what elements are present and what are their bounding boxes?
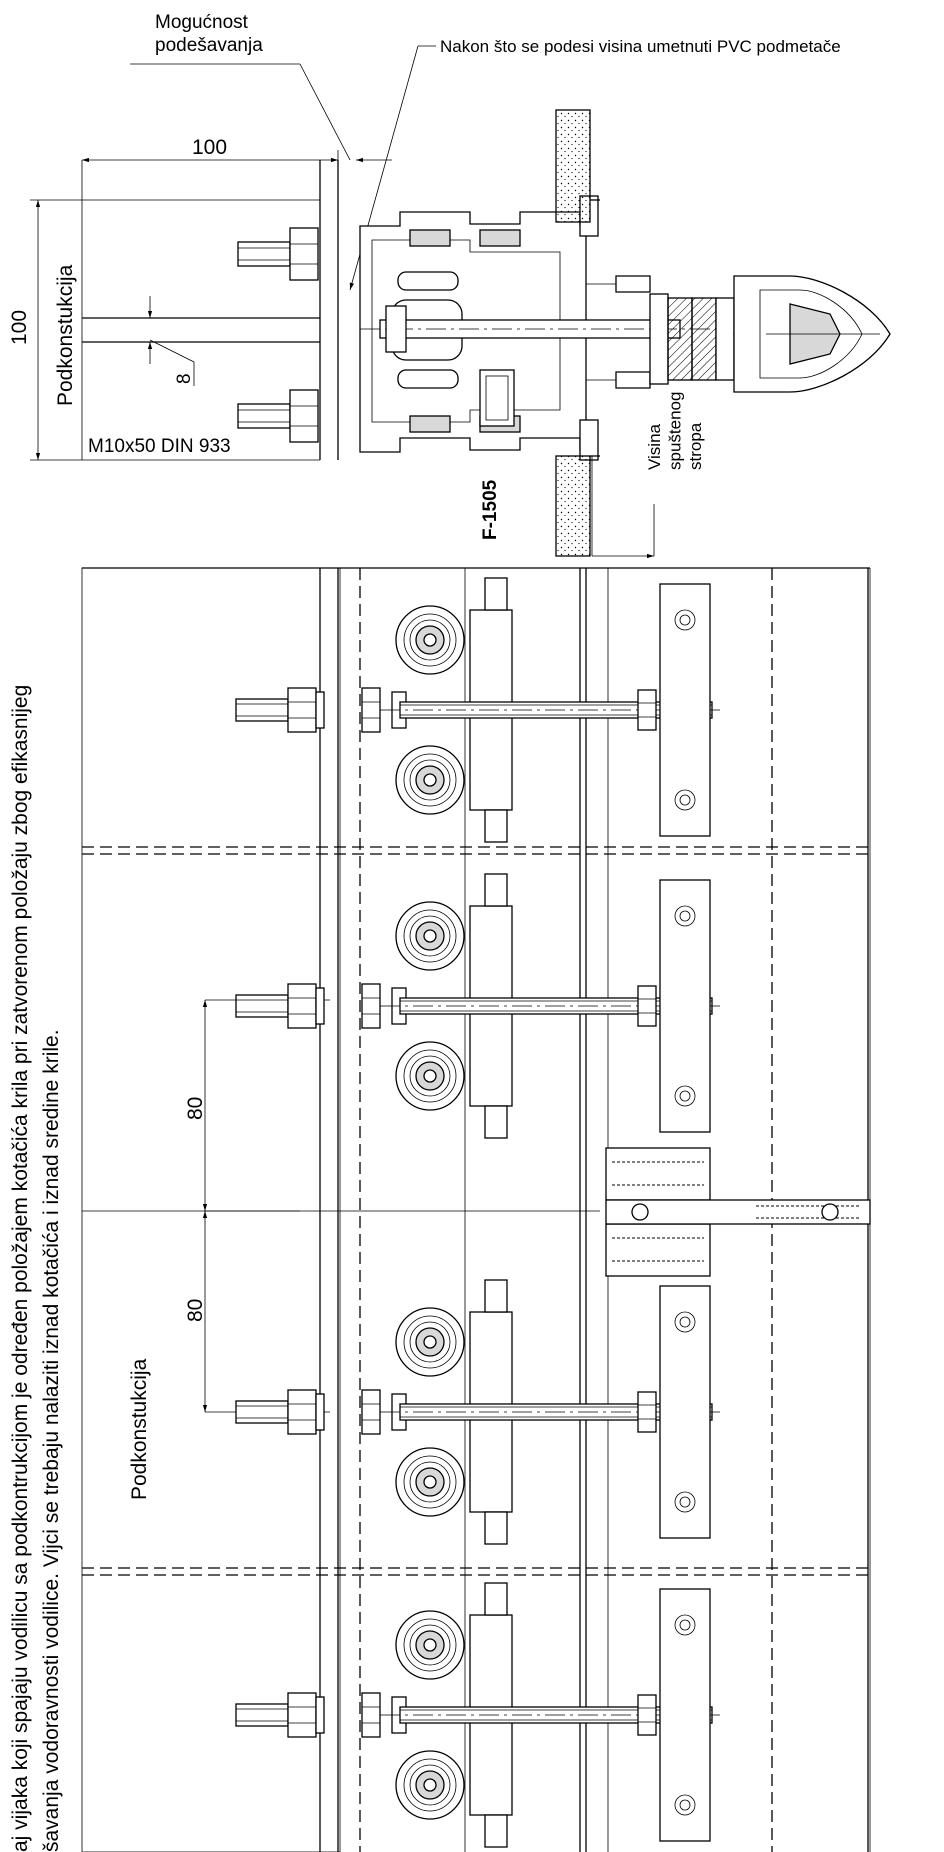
- dimension-100-vertical: 100: [8, 310, 31, 345]
- substructure-label-top: Podkonstukcija: [54, 264, 77, 406]
- pvc-shim-note: Nakon što se podesi visina umetnuti PVC …: [440, 37, 841, 56]
- ceiling-height-label: Visinaspuštenogstropa: [645, 392, 705, 470]
- roller-assembly-2: [235, 873, 721, 1139]
- roller-assembly-3: [235, 1279, 721, 1545]
- dimension-80-upper: 80: [184, 1097, 207, 1120]
- profile-code-label: F-1505: [480, 479, 501, 540]
- plan-view: 80 80 Podkonstukcija: [81, 567, 871, 1852]
- roller-assembly-4: [235, 1582, 721, 1848]
- substructure-label-bottom: Podkonstukcija: [128, 1358, 151, 1500]
- dimension-80-lower: 80: [184, 1299, 207, 1322]
- dimension-8: 8: [174, 373, 195, 384]
- dimension-100-horizontal: 100: [192, 136, 227, 159]
- bolt-spec-label: M10x50 DIN 933: [88, 436, 231, 457]
- note-line-1: aj vijaka koji spajaju vodilicu sa podko…: [9, 685, 32, 1852]
- roller-assembly-1: [235, 577, 721, 843]
- note-line-2: šavanja vodoravnosti vodilice. Vijci se …: [40, 1029, 63, 1852]
